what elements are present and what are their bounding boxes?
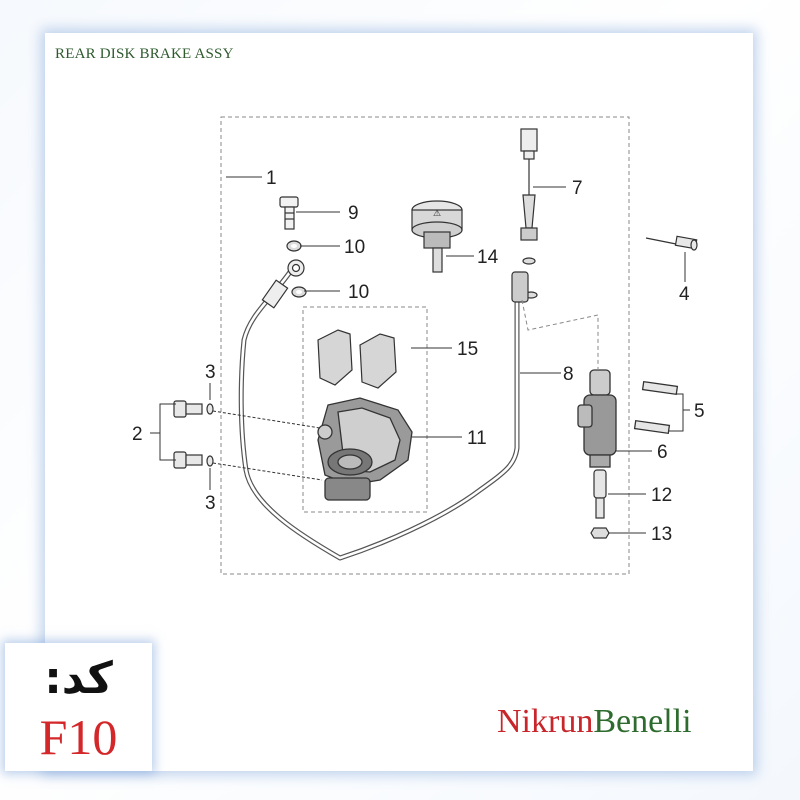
callout-6: 6 <box>657 442 668 463</box>
reservoir-cap: ⚠ <box>411 200 463 273</box>
part-code-label: کد: <box>44 653 113 704</box>
callout-12: 12 <box>651 485 672 506</box>
callout-13: 13 <box>651 524 672 545</box>
callout-10-upper: 10 <box>344 237 365 258</box>
brake-light-switch <box>511 128 538 303</box>
callout-14: 14 <box>477 247 499 268</box>
callout-2: 2 <box>132 424 143 445</box>
assembly-boundary <box>220 116 630 575</box>
callout-4: 4 <box>679 284 690 305</box>
callout-7: 7 <box>572 178 583 199</box>
callout-1: 1 <box>266 168 277 189</box>
part-code-value: F10 <box>39 709 118 765</box>
diagram-panel <box>45 33 753 771</box>
brand-part-2: Benelli <box>593 703 692 740</box>
banjo-bolt <box>279 196 299 230</box>
caliper-boundary <box>302 306 428 513</box>
svg-text:⚠: ⚠ <box>433 208 441 218</box>
callout-10-lower: 10 <box>348 282 369 303</box>
master-cylinder-bolt <box>645 235 698 251</box>
master-cylinder <box>577 369 679 468</box>
callout-3-upper: 3 <box>205 362 216 383</box>
callout-15: 15 <box>457 339 478 360</box>
brand-part-1: Nikrun <box>497 703 594 740</box>
callout-3-lower: 3 <box>205 493 216 514</box>
switch-link <box>521 299 599 370</box>
callout-5: 5 <box>694 401 705 422</box>
callout-11: 11 <box>467 428 487 449</box>
brand-watermark: NikrunBenelli <box>497 702 692 742</box>
diagram-title: REAR DISK BRAKE ASSY <box>55 46 234 62</box>
caliper-body <box>317 397 413 501</box>
hose-banjo-fitting <box>261 259 305 309</box>
part-code-box: کد: F10 <box>5 643 152 771</box>
pushrod-nut <box>590 527 610 539</box>
callout-8: 8 <box>563 364 574 385</box>
pushrod <box>593 469 607 519</box>
caliper-mount-bolts <box>173 400 214 469</box>
callout-9: 9 <box>348 203 359 224</box>
brake-pads <box>317 329 397 389</box>
